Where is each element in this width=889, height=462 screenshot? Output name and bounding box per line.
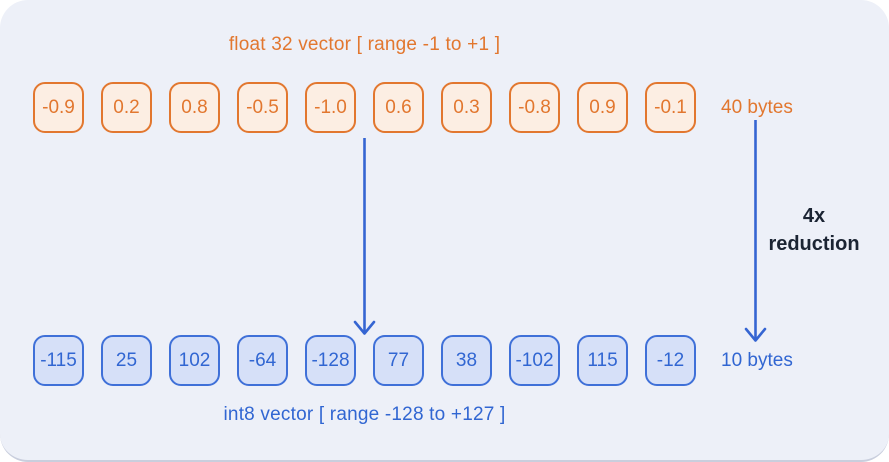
float32-vector-label: float 32 vector [ range -1 to +1 ] bbox=[228, 34, 501, 55]
int8-vector-row: -115 25 102 -64 -128 77 38 -102 115 -12 bbox=[33, 335, 696, 386]
int-value-cell: 38 bbox=[441, 335, 492, 386]
int-value-cell: -115 bbox=[33, 335, 84, 386]
float-value-cell: -0.1 bbox=[645, 82, 696, 133]
reduction-factor: 4x bbox=[802, 205, 826, 227]
float-value-cell: -1.0 bbox=[305, 82, 356, 133]
int-value-cell: -128 bbox=[305, 335, 356, 386]
size-reduction-arrow-icon bbox=[744, 120, 767, 342]
int8-size-label: 10 bytes bbox=[721, 350, 793, 371]
float-value-cell: 0.9 bbox=[577, 82, 628, 133]
int-value-cell: 77 bbox=[373, 335, 424, 386]
reduction-word: reduction bbox=[768, 233, 860, 255]
int-value-cell: 25 bbox=[101, 335, 152, 386]
float-value-cell: -0.9 bbox=[33, 82, 84, 133]
int-value-cell: -64 bbox=[237, 335, 288, 386]
float-value-cell: -0.8 bbox=[509, 82, 560, 133]
quantize-down-arrow-icon bbox=[353, 138, 376, 335]
float-value-cell: 0.3 bbox=[441, 82, 492, 133]
int-value-cell: 115 bbox=[577, 335, 628, 386]
float32-vector-row: -0.9 0.2 0.8 -0.5 -1.0 0.6 0.3 -0.8 0.9 … bbox=[33, 82, 696, 133]
int8-vector-label: int8 vector [ range -128 to +127 ] bbox=[223, 404, 506, 425]
float-value-cell: -0.5 bbox=[237, 82, 288, 133]
float32-size-label: 40 bytes bbox=[721, 97, 793, 118]
float-value-cell: 0.6 bbox=[373, 82, 424, 133]
float-value-cell: 0.8 bbox=[169, 82, 220, 133]
float-value-cell: 0.2 bbox=[101, 82, 152, 133]
int-value-cell: 102 bbox=[169, 335, 220, 386]
reduction-callout: 4x reduction bbox=[758, 202, 870, 258]
int-value-cell: -102 bbox=[509, 335, 560, 386]
int-value-cell: -12 bbox=[645, 335, 696, 386]
